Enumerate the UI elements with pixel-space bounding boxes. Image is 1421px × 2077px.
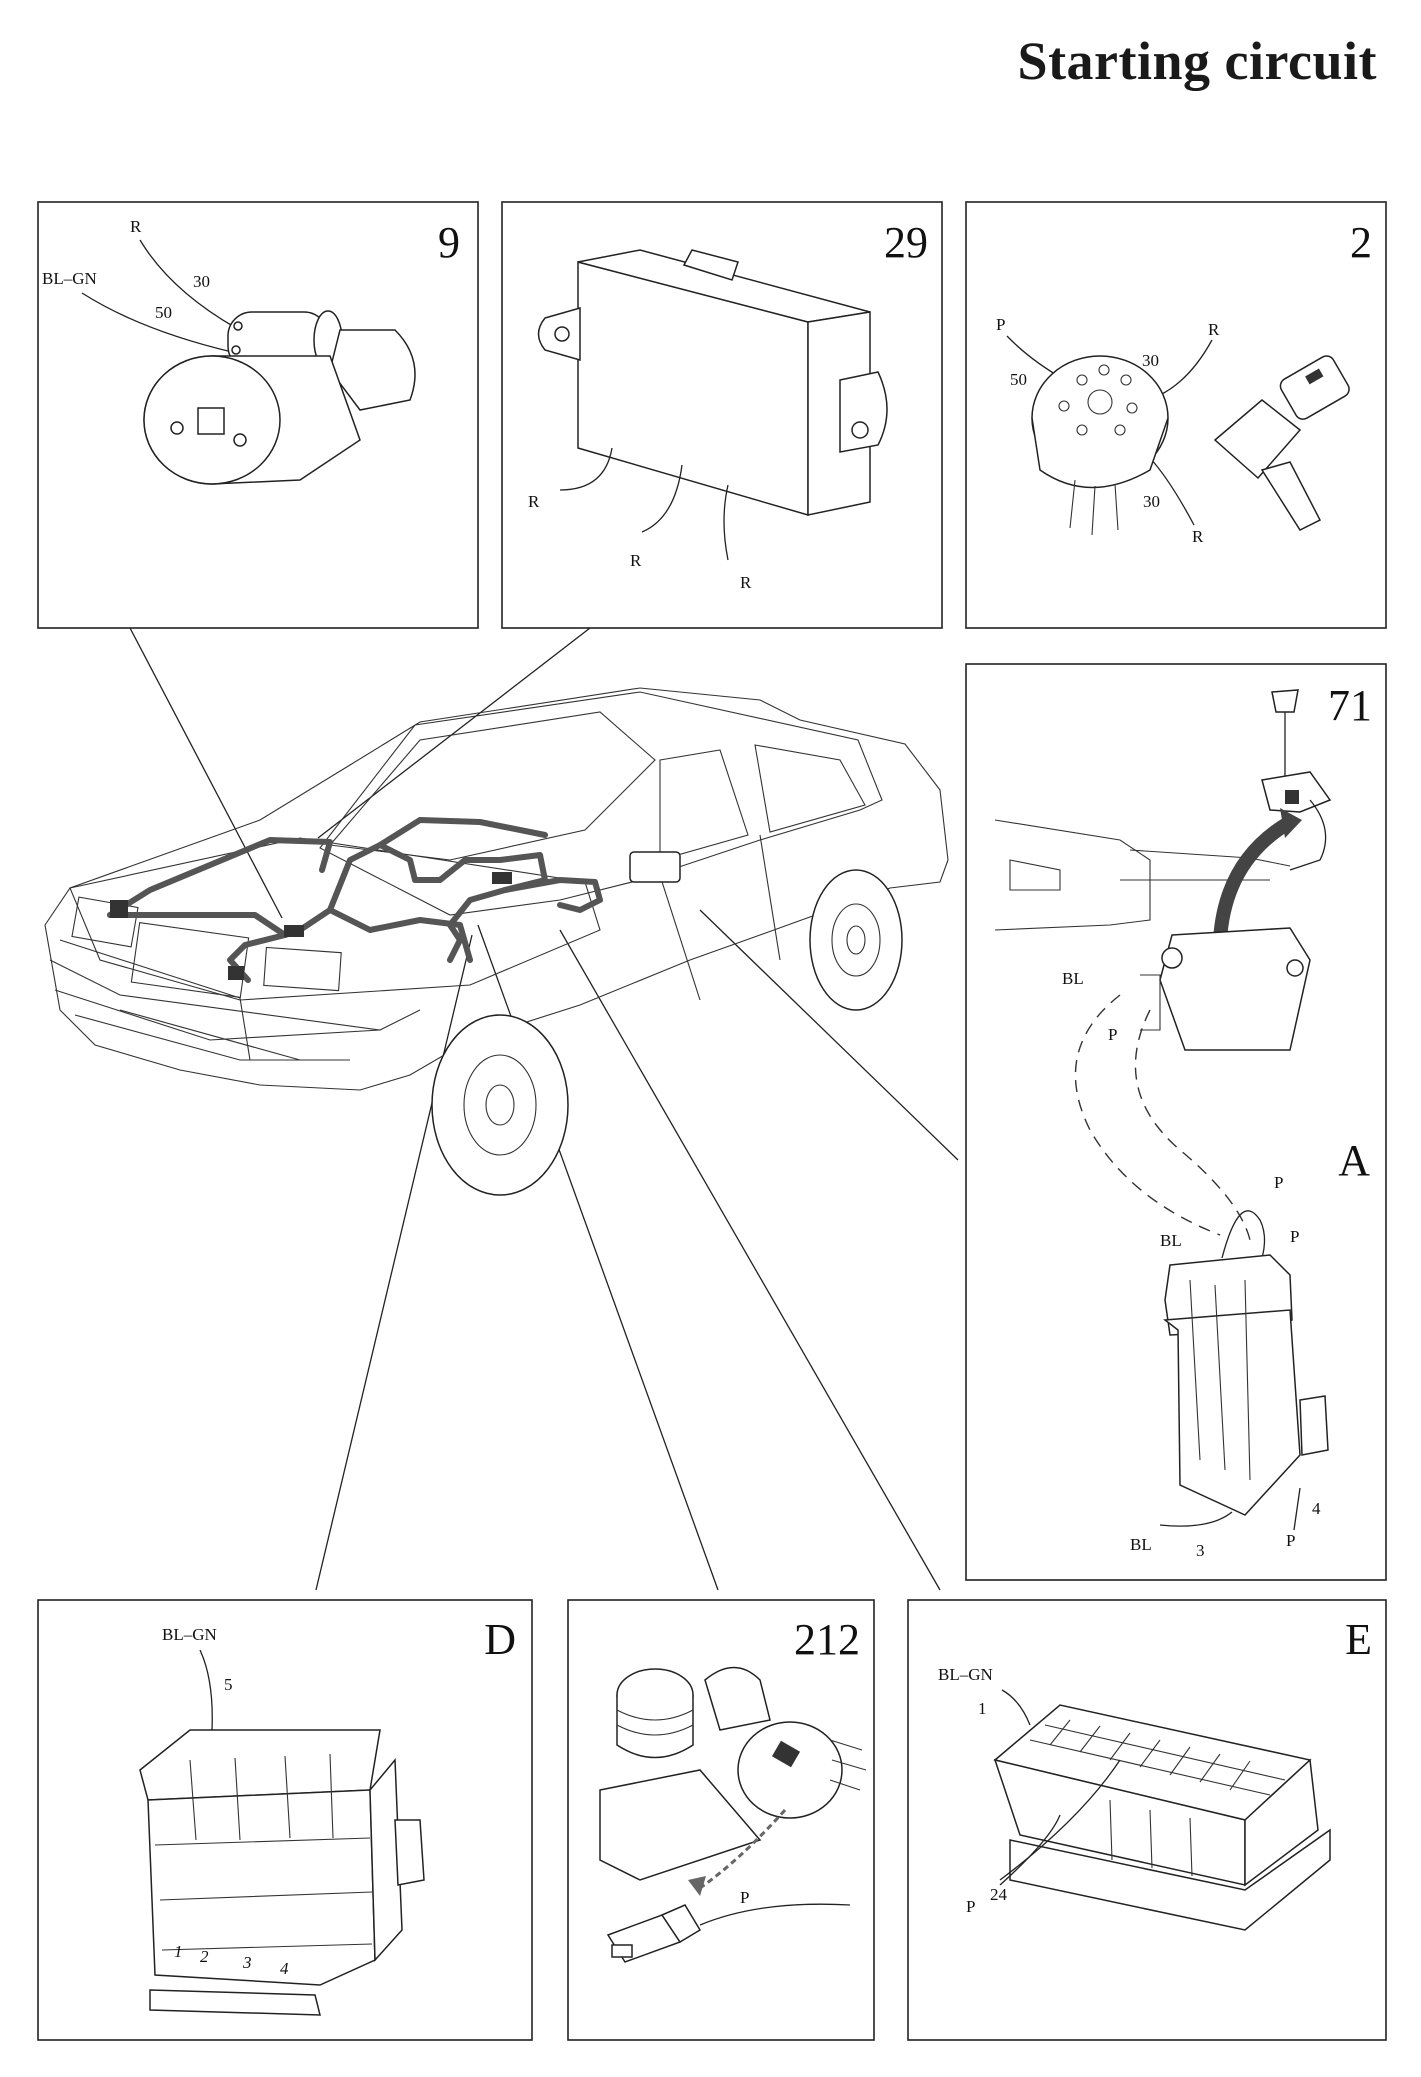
pin-label-4: 4: [1312, 1499, 1321, 1518]
panel-letter: E: [1345, 1615, 1372, 1664]
terminal-label-30-a: 30: [1142, 351, 1159, 370]
wire-label-p: P: [740, 1888, 749, 1907]
wire-label-bl-1: BL: [1062, 969, 1084, 988]
panel-71-gear-selector: 71 A BL P P BL P BL 3: [965, 663, 1387, 1581]
pin-label-1: 1: [978, 1699, 987, 1718]
wire-label-bl-gn: BL–GN: [938, 1665, 993, 1684]
wire-label-r-2: R: [1192, 527, 1204, 546]
car-illustration: [44, 687, 949, 1196]
panel-number: 29: [884, 218, 928, 267]
panel-number: 9: [438, 218, 460, 267]
wire-label-p: P: [966, 1897, 975, 1916]
wire-label-r-1: R: [528, 492, 540, 511]
pin-label-5: 5: [224, 1675, 233, 1694]
pin-label-3: 3: [242, 1953, 252, 1972]
wire-label-bl-2: BL: [1160, 1231, 1182, 1250]
pin-label-4: 4: [280, 1959, 289, 1978]
panel-29-control-unit: 29 R R R: [501, 201, 943, 629]
panel-number: 212: [794, 1615, 860, 1664]
panel-number: 71: [1328, 681, 1372, 730]
wire-label-r-1: R: [1208, 320, 1220, 339]
wire-label-p-4: P: [1286, 1531, 1295, 1550]
panel-212-sensor: 212 P: [567, 1599, 875, 2041]
terminal-label-30: 30: [193, 272, 210, 291]
panel-number: 2: [1350, 218, 1372, 267]
pin-label-3: 3: [1196, 1541, 1205, 1560]
panel-letter: D: [484, 1615, 516, 1664]
page-title: Starting circuit: [1017, 31, 1377, 91]
pin-label-24: 24: [990, 1885, 1008, 1904]
wire-label-p-1: P: [1108, 1025, 1117, 1044]
terminal-label-30-b: 30: [1143, 492, 1160, 511]
wire-label-r: R: [130, 217, 142, 236]
pin-label-2: 2: [200, 1947, 209, 1966]
wire-label-r-3: R: [740, 573, 752, 592]
panel-letter: A: [1338, 1136, 1370, 1185]
wire-label-bl-3: BL: [1130, 1535, 1152, 1554]
panel-d-connector: D BL–GN 5 1 2 3 4: [37, 1599, 533, 2041]
terminal-label-50: 50: [1010, 370, 1027, 389]
wire-label-bl-gn: BL–GN: [42, 269, 97, 288]
pin-label-1: 1: [174, 1942, 183, 1961]
wire-label-p-3: P: [1290, 1227, 1299, 1246]
leader-lines: [129, 627, 959, 1591]
wire-label-p-2: P: [1274, 1173, 1283, 1192]
panel-9-starter-motor: 9 R BL–GN 30 50: [37, 201, 479, 629]
wire-label-p: P: [996, 315, 1005, 334]
wire-label-bl-gn: BL–GN: [162, 1625, 217, 1644]
panel-2-ignition-switch: 2 P R 50 30 30 R: [965, 201, 1387, 629]
terminal-label-50: 50: [155, 303, 172, 322]
wire-label-r-2: R: [630, 551, 642, 570]
panel-e-connector: E BL–GN 1 P 24: [907, 1599, 1387, 2041]
